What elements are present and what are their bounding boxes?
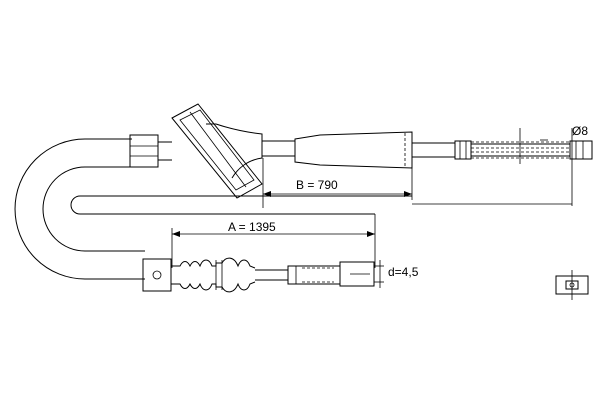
bottom-ferrule [142, 258, 172, 292]
outer-diameter-dimension [519, 128, 573, 206]
top-inner-cable [262, 140, 295, 157]
corrugated-boot [171, 257, 256, 293]
top-inner-cable-2 [412, 142, 455, 158]
crimp-sleeve [287, 265, 341, 285]
threaded-rod [471, 141, 570, 159]
outer-diameter-label: Ø8 [572, 124, 588, 138]
cable-sheath [14, 138, 412, 280]
end-nipple [339, 261, 375, 287]
top-ferrule [129, 134, 172, 168]
tapered-sleeve [294, 131, 413, 169]
bottom-inner-wire [255, 269, 288, 281]
end-nut [569, 140, 593, 160]
dimension-a [171, 214, 376, 268]
wire-diameter-label: d=4,5 [388, 265, 419, 279]
dimension-b-label: B = 790 [296, 178, 338, 192]
wire-diameter-dimension [374, 260, 384, 288]
rubber-grommet [171, 103, 263, 199]
dimension-a-label: A = 1395 [228, 220, 276, 234]
nipple-detail-view [555, 270, 589, 300]
dimension-b [262, 158, 572, 208]
top-fitting [454, 140, 472, 160]
